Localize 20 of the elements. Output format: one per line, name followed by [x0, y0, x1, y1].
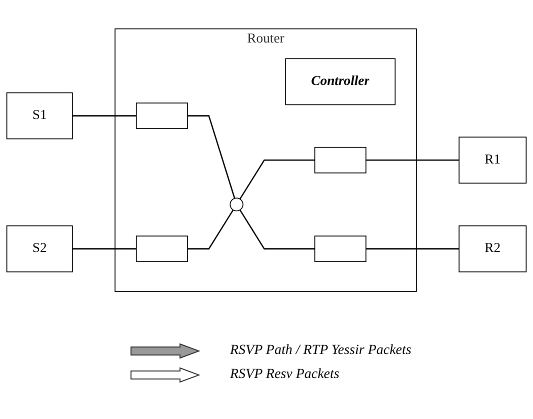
legend-text: RSVP Path / RTP Yessir Packets — [230, 343, 412, 359]
connector — [366, 248, 460, 250]
connector — [239, 159, 315, 200]
node-box: Controller — [285, 58, 396, 105]
connector — [188, 209, 234, 250]
connector — [72, 115, 136, 116]
connector — [72, 248, 136, 250]
node-box — [314, 235, 366, 262]
node-box: S1 — [6, 92, 73, 140]
connector — [188, 115, 236, 198]
node-box: S2 — [6, 225, 73, 272]
node-box — [314, 146, 366, 174]
connector — [239, 209, 315, 250]
legend-text: RSVP Resv Packets — [230, 367, 340, 383]
node-box — [136, 235, 188, 262]
node-box: R2 — [458, 225, 527, 272]
node-circle — [230, 198, 244, 212]
node-box — [136, 102, 188, 129]
node-box: R1 — [458, 136, 527, 184]
connector — [366, 159, 460, 161]
